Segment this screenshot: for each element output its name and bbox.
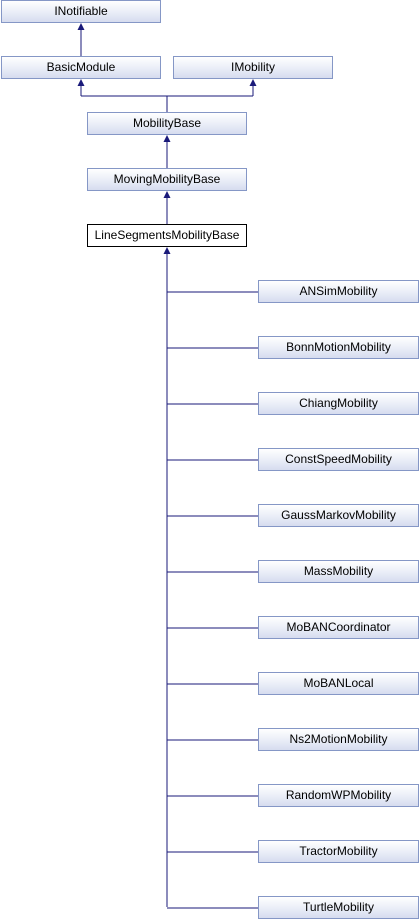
node-imobility[interactable]: IMobility [173, 56, 333, 79]
node-mo-bancoordinator[interactable]: MoBANCoordinator [258, 616, 419, 639]
arrowhead-movingmobilitybase [163, 191, 171, 198]
node-bonn-motion-mobility[interactable]: BonnMotionMobility [258, 336, 419, 359]
node-gauss-markov-mobility[interactable]: GaussMarkovMobility [258, 504, 419, 527]
arrowhead-linesegmentsmobilitybase [163, 247, 171, 254]
node-turtle-mobility[interactable]: TurtleMobility [258, 896, 419, 919]
node-tractor-mobility[interactable]: TractorMobility [258, 840, 419, 863]
node-mass-mobility[interactable]: MassMobility [258, 560, 419, 583]
node-mobility-base[interactable]: MobilityBase [87, 112, 247, 135]
node-mo-banlocal[interactable]: MoBANLocal [258, 672, 419, 695]
node-const-speed-mobility[interactable]: ConstSpeedMobility [258, 448, 419, 471]
node-inotifiable[interactable]: INotifiable [1, 0, 161, 23]
arrowhead-mobilitybase [163, 135, 171, 142]
node-chiang-mobility[interactable]: ChiangMobility [258, 392, 419, 415]
node-basic-module[interactable]: BasicModule [1, 56, 161, 79]
node-moving-mobility-base[interactable]: MovingMobilityBase [87, 168, 247, 191]
arrowhead-basicmodule [77, 79, 85, 86]
arrowhead-inotifiable [77, 23, 85, 30]
arrowhead-imobility [249, 79, 257, 86]
node-random-wpmobility[interactable]: RandomWPMobility [258, 784, 419, 807]
node-ns2-motion-mobility[interactable]: Ns2MotionMobility [258, 728, 419, 751]
node-line-segments-mobility-base: LineSegmentsMobilityBase [87, 224, 247, 247]
node-ansim-mobility[interactable]: ANSimMobility [258, 280, 419, 303]
